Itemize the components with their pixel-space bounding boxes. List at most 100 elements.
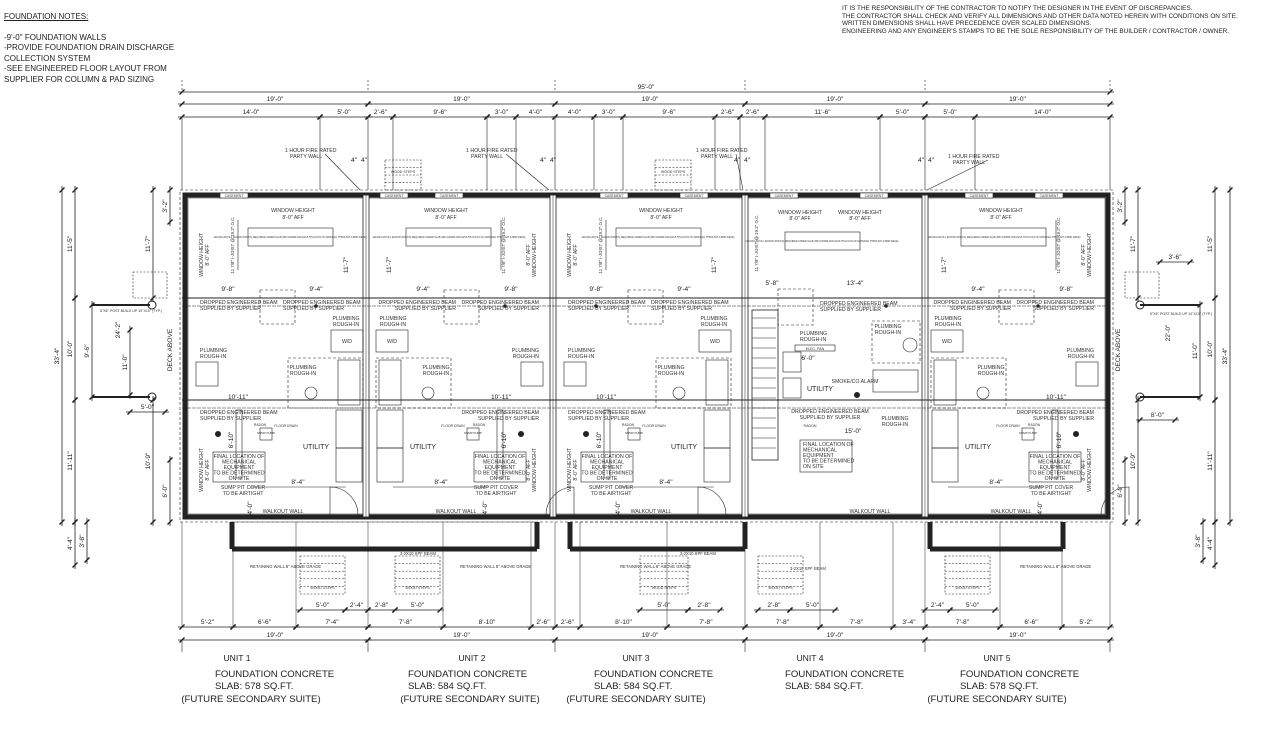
window-height-label-vertical: 8'-0" AFF — [1081, 244, 1087, 265]
plumbing-rough-in-label: PLUMBING — [379, 316, 406, 322]
column-pad — [443, 289, 480, 325]
wall-inner-line — [187, 197, 1106, 515]
casement-label: CASEMENT — [775, 194, 794, 198]
dimension-tick — [1137, 417, 1143, 423]
bathroom-outline — [655, 357, 732, 409]
dimension-tick — [72, 562, 78, 568]
bathroom-outline — [930, 357, 1007, 409]
dropped-beam-label: DROPPED ENGINEERED BEAM — [1016, 410, 1094, 416]
dimension-tick — [832, 607, 838, 613]
electrical-panel — [235, 409, 243, 479]
plumbing-rough-in-label: PLUMBING — [1067, 348, 1094, 354]
dimension-label: 11'-7" — [343, 256, 350, 273]
dimension-label: 9'-8" — [504, 286, 518, 293]
window-height-label-vertical: 8'-0" AFF — [1081, 459, 1087, 480]
dimension-label: 4'-0" — [529, 109, 543, 116]
dimension-label: 22'-0" — [1165, 324, 1172, 341]
plumbing-rough-in-label: ROUGH-IN — [380, 322, 406, 328]
sump-pump-box — [259, 427, 273, 441]
smoke-co-alarm-icon — [1073, 431, 1079, 437]
post-callout: 6"X6" POST BUILD UP 10"X10" (TYP.) — [1150, 312, 1212, 316]
dimension-label: 19'-0" — [827, 96, 844, 103]
dimension-tick — [1107, 89, 1113, 95]
leader-line — [926, 159, 989, 191]
dimension-tick — [72, 397, 78, 403]
casement-label: CASEMENT — [865, 194, 884, 198]
smoke-co-alarm-label: SMOKE/CO ALARM — [832, 379, 879, 385]
deck-post — [1135, 392, 1145, 402]
dimension-tick — [755, 607, 761, 613]
dimension-label: 11'-7" — [711, 256, 718, 273]
party-wall-dimension: 4" — [351, 157, 358, 164]
dropped-beam-label: SUPPLIED BY SUPPLIER — [200, 416, 261, 422]
wood-steps — [944, 555, 991, 595]
dimension-label: 6'-6" — [258, 619, 272, 626]
dimension-label: 4'-0" — [615, 501, 622, 515]
retaining-wall-label: RETAINING WALL 8" ABOVE GRADE — [460, 564, 531, 569]
radon-label: RADON — [254, 423, 267, 427]
plumbing-rough-in-label: PLUMBING — [568, 348, 595, 354]
dropped-beam-label: DROPPED ENGINEERED BEAM — [568, 300, 646, 306]
dimension-label: 11'-6" — [814, 109, 831, 116]
plumbing-rough-in-label: PLUMBING — [934, 316, 961, 322]
dimension-label: 5'-8" — [765, 280, 779, 287]
radon-label: RADON — [804, 424, 817, 428]
sump-pump-box — [627, 427, 641, 441]
dimension-tick — [150, 397, 156, 403]
plumbing-rough-in-label: ROUGH-IN — [200, 354, 226, 360]
dropped-beam-label: DROPPED ENGINEERED BEAM — [461, 410, 539, 416]
window-height-label-vertical: 8'-0" AFF — [526, 459, 532, 480]
dropped-beam-label: SUPPLIED BY SUPPLIER — [200, 306, 261, 312]
elec-pan-label: ELEC. PAN — [806, 347, 825, 351]
dropped-beam-label: SUPPLIED BY SUPPLIER — [651, 306, 712, 312]
mechanical-equipment-note-box — [1028, 451, 1082, 483]
plumbing-rough-in-label: ROUGH-IN — [513, 354, 539, 360]
dimension-tick — [162, 409, 168, 415]
door-swing — [545, 486, 575, 516]
window-height-label-vertical: WINDOW HEIGHT — [199, 447, 205, 492]
plumbing-rough-in-label: PLUMBING — [800, 331, 827, 337]
dimension-label: 11'-11" — [1207, 451, 1214, 471]
dimension-label: 33'-4" — [1222, 347, 1229, 364]
furnace-box — [782, 351, 802, 373]
granular-fill-note: GRANULAR FILL (RADON ROCKS) REQUIRED UND… — [373, 236, 526, 239]
dimension-label: 19'-0" — [267, 632, 284, 639]
dimension-tick — [637, 607, 643, 613]
dimension-label: 33'-4" — [54, 347, 61, 364]
dimension-label: 10'-9" — [145, 452, 152, 469]
bathroom-outline — [375, 357, 452, 409]
dimension-tick — [167, 219, 173, 225]
electrical-panel — [603, 409, 611, 479]
dimension-label: 5'-2" — [201, 619, 215, 626]
wood-steps — [639, 555, 689, 595]
dimension-tick — [1227, 187, 1233, 193]
dimension-tick — [717, 607, 723, 613]
column-pad — [777, 288, 814, 326]
casement-label: CASEMENT — [605, 194, 624, 198]
dimension-label: 8'-4" — [434, 479, 448, 486]
dimension-tick — [1135, 397, 1141, 403]
plumbing-rough-in-label: ROUGH-IN — [423, 371, 449, 377]
secondary-suite-label: (FUTURE SECONDARY SUITE) — [400, 694, 539, 705]
dimension-label: 10'-11" — [1046, 394, 1067, 401]
mechanical-note-line: EQUIPMENT — [485, 465, 517, 471]
plumbing-rough-in-label: ROUGH-IN — [1068, 354, 1094, 360]
mechanical-note-line: TO BE DETERMINED — [1029, 471, 1080, 477]
wood-steps — [394, 555, 441, 595]
dimension-label: 3'-8" — [1195, 534, 1202, 548]
door-swing — [329, 486, 359, 516]
dimension-tick — [947, 607, 953, 613]
dimension-tick — [150, 187, 156, 193]
door-swing — [697, 486, 727, 516]
secondary-suite-label: (FUTURE SECONDARY SUITE) — [181, 694, 320, 705]
plumbing-rough-in-label: PLUMBING — [977, 365, 1004, 371]
dropped-beam-label: SUPPLIED BY SUPPLIER — [568, 416, 629, 422]
casement-label: CASEMENT — [385, 194, 404, 198]
dropped-beam-label: DROPPED ENGINEERED BEAM — [200, 300, 278, 306]
window-height-label-vertical: WINDOW HEIGHT — [532, 232, 538, 277]
unit-label: UNIT 3 — [622, 653, 649, 663]
dimension-label: 7'-8" — [850, 619, 864, 626]
granular-fill-note: GRANULAR FILL (RADON ROCKS) REQUIRED UND… — [928, 236, 1081, 239]
mechanical-note-line: EQUIPMENT — [224, 465, 256, 471]
smoke-co-alarm-icon — [854, 392, 860, 398]
